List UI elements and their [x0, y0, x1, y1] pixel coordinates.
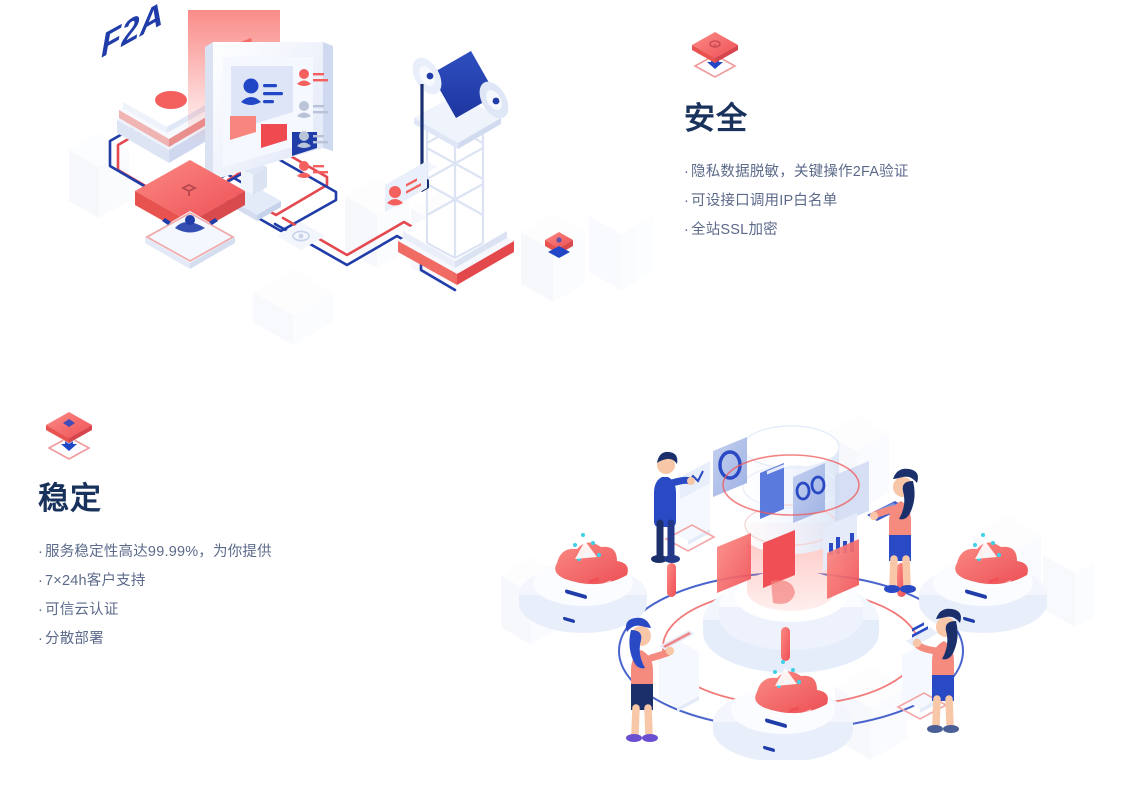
page-title-stability: 稳定: [38, 481, 102, 516]
security-illustration: F2A: [55, 0, 655, 345]
list-item: 可信云认证: [38, 596, 272, 625]
list-item: 分散部署: [38, 625, 272, 654]
list-item: 全站SSL加密: [684, 216, 909, 245]
security-bullet-list: 隐私数据脱敏，关键操作2FA验证 可设接口调用IP白名单 全站SSL加密: [684, 158, 909, 245]
list-item: 7×24h客户支持: [38, 567, 272, 596]
security-section-icon: [684, 26, 746, 88]
iso-stack-download-icon: [38, 406, 100, 468]
list-item: 隐私数据脱敏，关键操作2FA验证: [684, 158, 909, 187]
stability-section-icon: [38, 406, 100, 468]
feature-block-stability: 稳定 服务稳定性高达99.99%，为你提供 7×24h客户支持 可信云认证 分散…: [38, 406, 272, 654]
svg-text:F2A: F2A: [101, 0, 163, 65]
stability-illustration: [495, 415, 1095, 760]
list-item: 服务稳定性高达99.99%，为你提供: [38, 538, 272, 567]
iso-stack-download-icon: [684, 26, 746, 88]
list-item: 可设接口调用IP白名单: [684, 187, 909, 216]
feature-block-security: 安全 隐私数据脱敏，关键操作2FA验证 可设接口调用IP白名单 全站SSL加密: [684, 26, 909, 245]
stability-bullet-list: 服务稳定性高达99.99%，为你提供 7×24h客户支持 可信云认证 分散部署: [38, 538, 272, 654]
page-title-security: 安全: [684, 101, 748, 136]
